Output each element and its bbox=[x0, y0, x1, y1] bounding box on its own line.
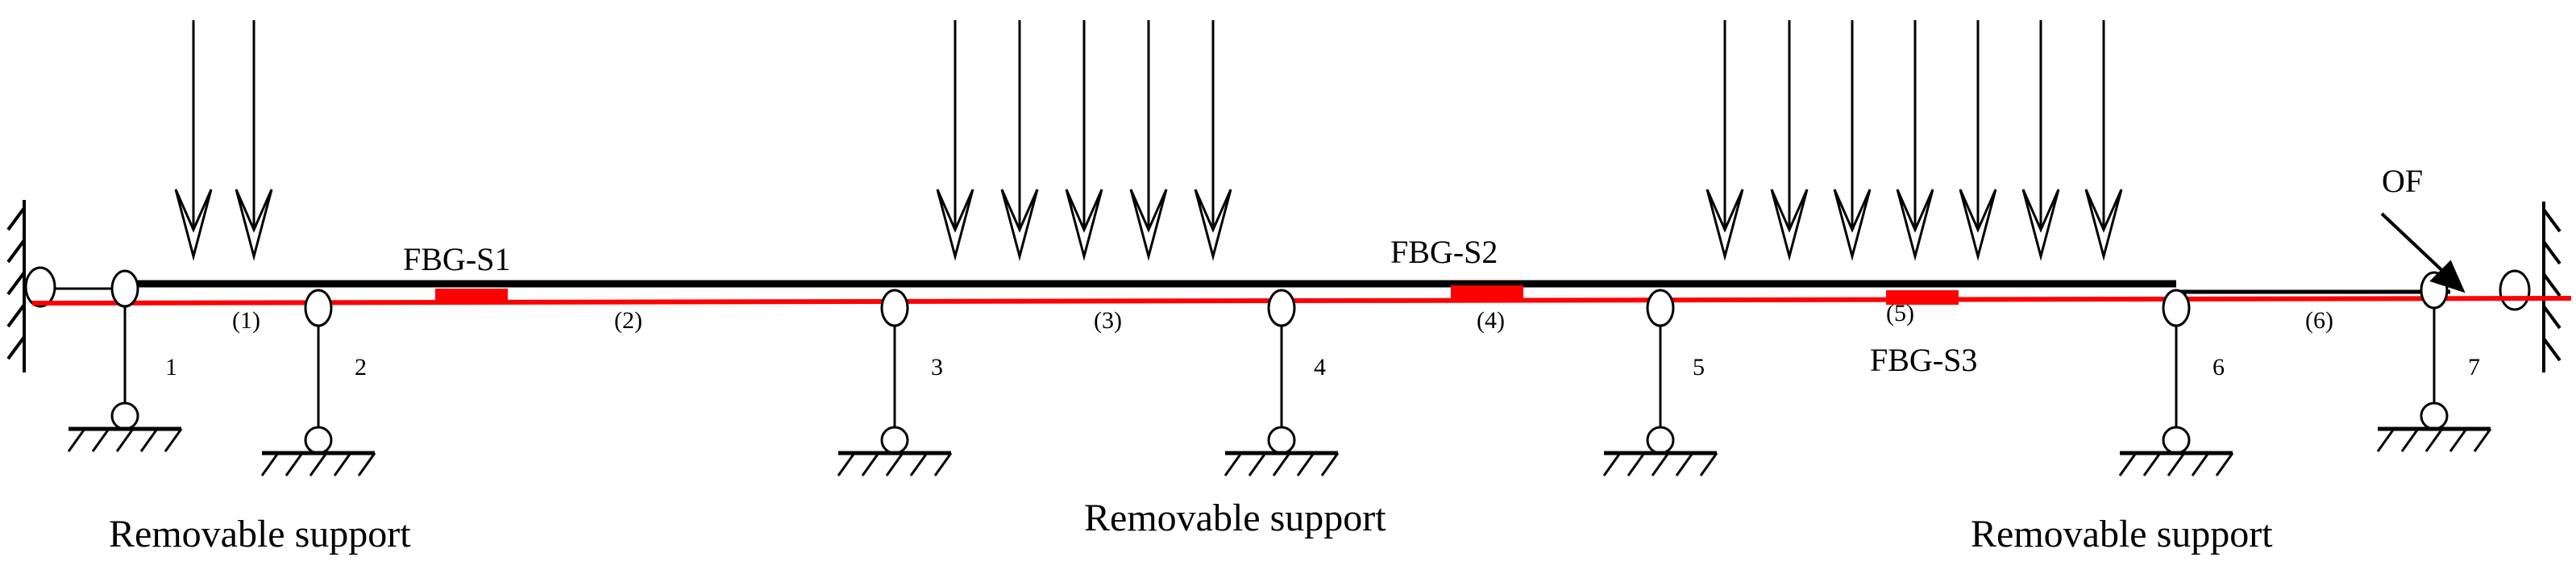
support-7 bbox=[2376, 271, 2492, 452]
support-number-label: 4 bbox=[1314, 354, 1326, 381]
load-group-1 bbox=[174, 20, 273, 261]
support-5 bbox=[1602, 289, 1718, 476]
beam-segment-label: (6) bbox=[2305, 307, 2333, 334]
beam-segment-label: (4) bbox=[1477, 307, 1505, 334]
left-wall bbox=[6, 200, 26, 372]
load-arrow bbox=[1065, 20, 1103, 261]
right-wall bbox=[2542, 202, 2561, 372]
support-number-label: 7 bbox=[2468, 354, 2480, 381]
removable-support-caption: Removable support bbox=[1971, 513, 2273, 555]
support-3 bbox=[837, 289, 953, 476]
of-pointer-arrow bbox=[2380, 212, 2466, 293]
fbg-s3-sensor bbox=[1886, 290, 1959, 305]
support-number-label: 1 bbox=[165, 354, 177, 381]
beam-segment-label: (1) bbox=[232, 307, 260, 334]
fbg-s2-sensor bbox=[1451, 285, 1523, 300]
removable-support-caption: Removable support bbox=[1084, 497, 1386, 539]
beam bbox=[121, 280, 2450, 294]
fbg-s3-label: FBG-S3 bbox=[1870, 342, 1977, 378]
load-arrow bbox=[1833, 20, 1872, 261]
support-number-label: 5 bbox=[1693, 354, 1705, 381]
beam-segment-label: (2) bbox=[614, 307, 642, 334]
load-arrow bbox=[174, 20, 213, 261]
load-group-2 bbox=[936, 20, 1232, 261]
load-arrow bbox=[1194, 20, 1232, 261]
support-4 bbox=[1224, 289, 1340, 476]
fbg-s2-label: FBG-S2 bbox=[1390, 234, 1498, 270]
left-end-pin bbox=[24, 266, 121, 308]
removable-support-caption: Removable support bbox=[109, 513, 411, 555]
right-end-pin bbox=[2499, 269, 2531, 311]
support-2 bbox=[260, 289, 376, 476]
load-arrow bbox=[1000, 20, 1039, 261]
beam-segment-label: (3) bbox=[1094, 307, 1122, 334]
beam-segment-label: (5) bbox=[1886, 300, 1914, 327]
support-number-label: 2 bbox=[355, 354, 367, 381]
load-arrow bbox=[2021, 20, 2060, 261]
load-arrow bbox=[235, 20, 273, 261]
load-arrow bbox=[2084, 20, 2123, 261]
load-arrow bbox=[1959, 20, 1997, 261]
load-arrow bbox=[936, 20, 974, 261]
fbg-s1-label: FBG-S1 bbox=[403, 241, 510, 277]
load-group-3 bbox=[1706, 20, 2123, 261]
support-6 bbox=[2118, 289, 2234, 476]
load-arrow bbox=[1129, 20, 1168, 261]
fbg-s1-sensor bbox=[435, 289, 508, 303]
support-1 bbox=[67, 269, 183, 452]
load-arrow bbox=[1706, 20, 1744, 261]
of-label: OF bbox=[2382, 163, 2423, 199]
load-arrow bbox=[1896, 20, 1934, 261]
support-number-label: 3 bbox=[931, 354, 943, 381]
load-arrow bbox=[1770, 20, 1809, 261]
optical-fiber-line bbox=[31, 296, 2572, 306]
support-number-label: 6 bbox=[2212, 354, 2225, 381]
